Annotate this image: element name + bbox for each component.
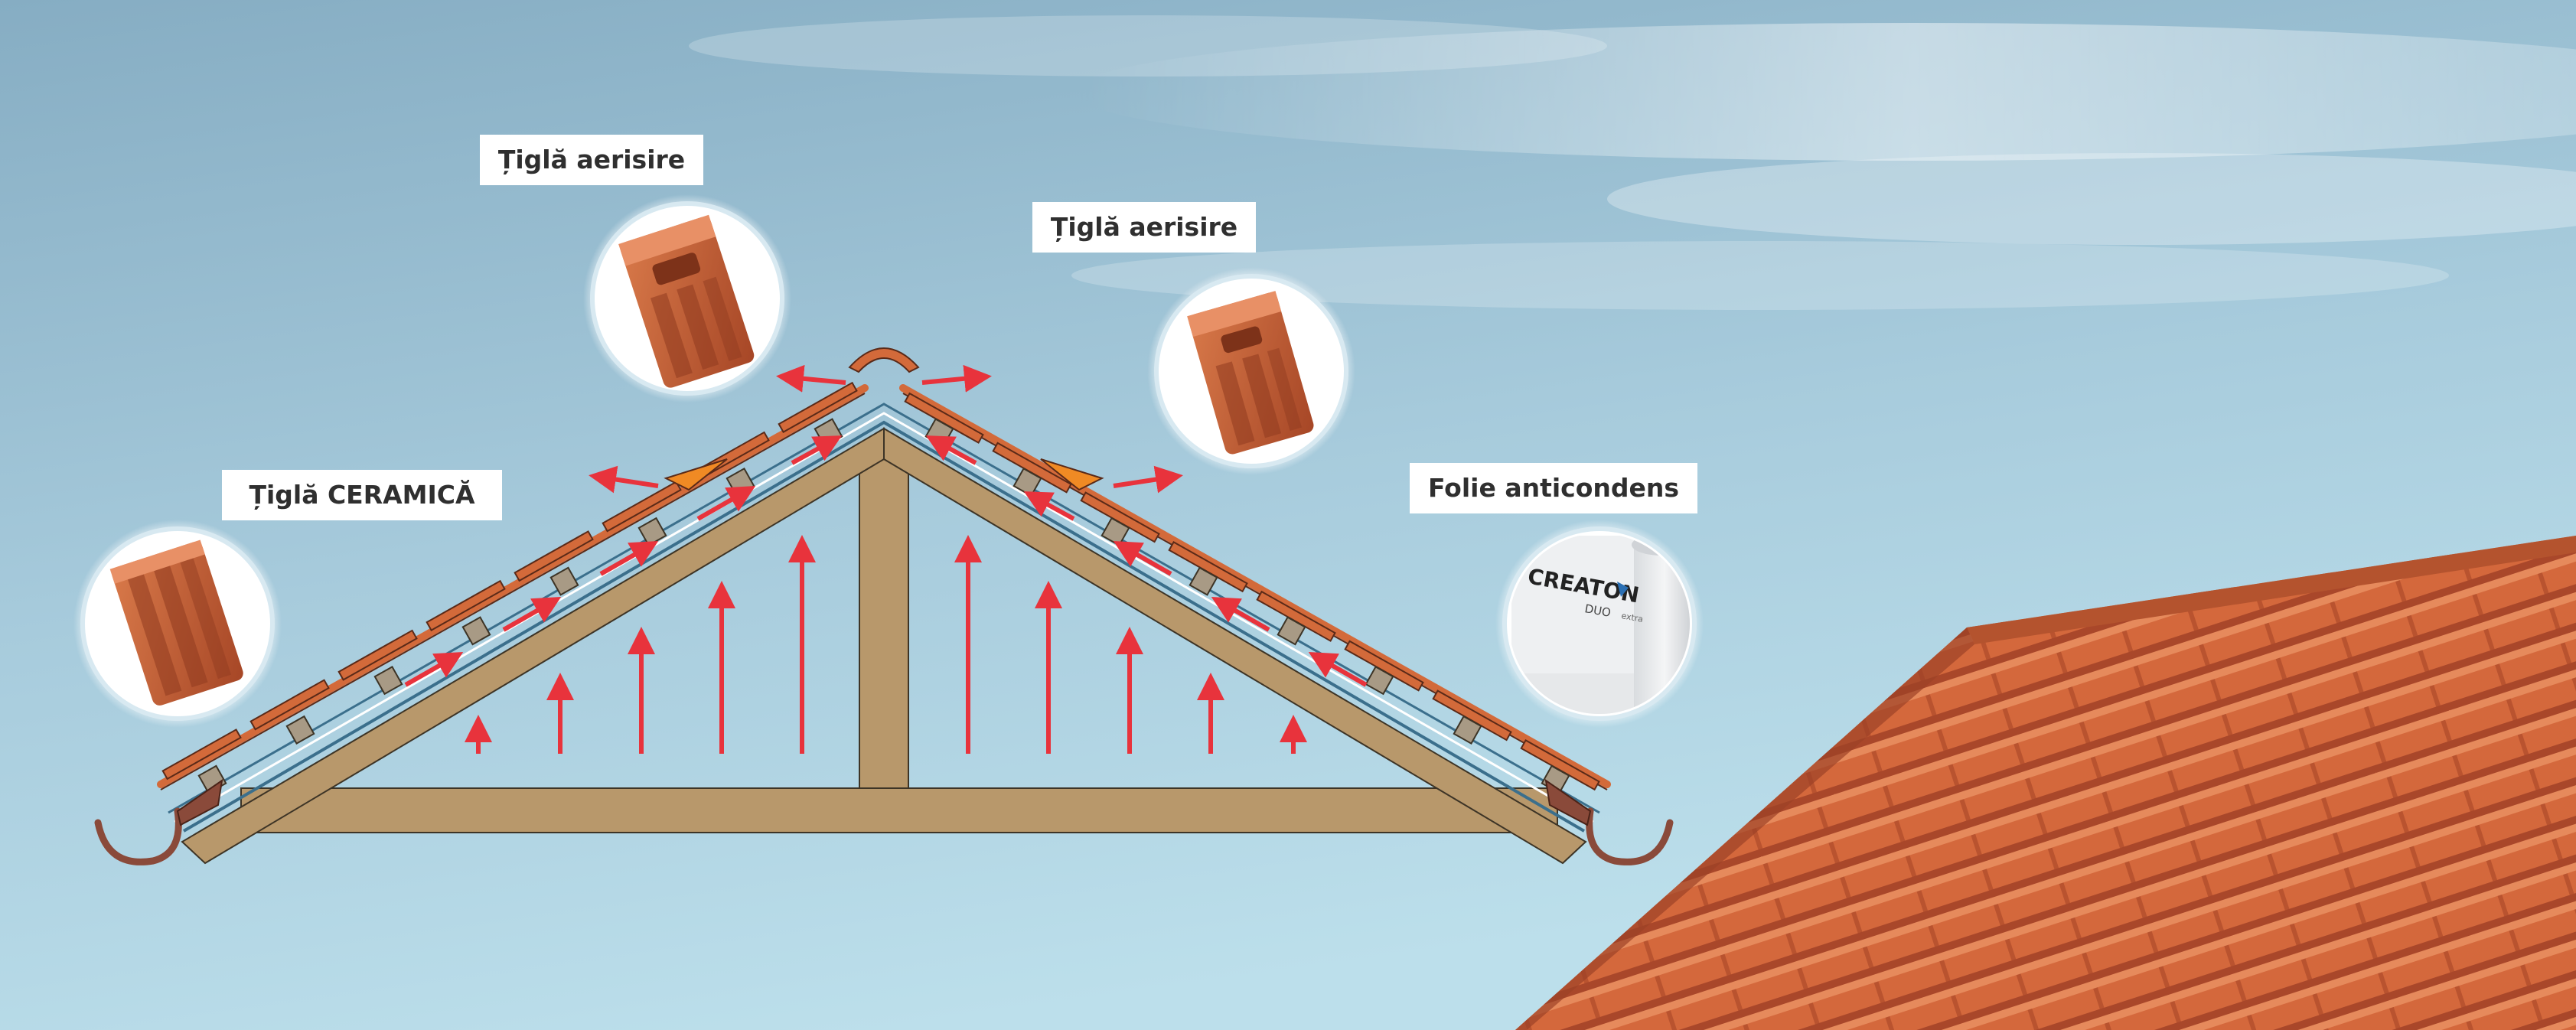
ventilation-arrow-icon xyxy=(1023,491,1075,521)
ventilation-arrow-icon xyxy=(696,486,756,521)
product-circle-membrane-roll: CREATON DUO extra xyxy=(1495,520,1704,728)
ventilation-arrow-icon xyxy=(776,364,846,393)
ceramic-tile-icon xyxy=(109,539,243,706)
label-vent-tile-right: Țiglă aerisire xyxy=(1032,202,1256,253)
batten xyxy=(1101,517,1130,546)
tile-overlap xyxy=(602,481,682,533)
tile-overlap xyxy=(426,579,506,631)
ventilation-arrow-icon xyxy=(599,541,659,576)
tile-overlap xyxy=(337,629,418,681)
tile-overlap xyxy=(778,381,858,433)
clouds xyxy=(689,15,2576,310)
vent-tile-marker xyxy=(664,458,728,491)
membrane-variant: extra xyxy=(1620,611,1643,624)
product-circle-ceramic-tile xyxy=(73,520,282,728)
ventilation-arrow-icon xyxy=(1211,597,1270,632)
tiled-roof-photo xyxy=(1515,536,2576,1030)
batten xyxy=(1277,616,1306,646)
ridge-cap-icon xyxy=(848,347,920,373)
ventilation-arrow-icon xyxy=(404,652,464,687)
roof-truss xyxy=(181,427,1587,865)
product-circle-vent-tile-left xyxy=(583,194,791,403)
tile-overlap xyxy=(249,679,330,731)
batten xyxy=(285,715,315,745)
label-vent-tile-left: Țiglă aerisire xyxy=(480,135,703,185)
roof-tiles xyxy=(157,381,1611,794)
batten xyxy=(373,666,403,696)
ventilation-arrow-icon xyxy=(1113,465,1183,494)
vent-tile-marker xyxy=(1040,458,1104,491)
ventilation-arrow-icon xyxy=(1113,541,1172,576)
batten xyxy=(1189,566,1218,596)
ventilation-arrow-icon xyxy=(589,465,659,494)
ventilation-arrow-icon xyxy=(925,435,977,465)
ventilation-arrows xyxy=(404,364,1368,754)
ventilation-arrow-icon xyxy=(921,364,992,393)
batten xyxy=(1365,666,1394,696)
product-circle-vent-tile-right xyxy=(1147,267,1355,475)
brand-logo-icon xyxy=(1617,582,1629,597)
label-ceramic-tile: Țiglă CERAMICĂ xyxy=(222,470,502,520)
batten xyxy=(549,566,579,596)
vent-tile-icon xyxy=(618,214,755,388)
ventilation-arrow-icon xyxy=(1308,652,1368,687)
anticondensation-membrane-line xyxy=(168,403,1600,833)
tile-overlap xyxy=(514,530,594,582)
tile-overlap xyxy=(161,728,242,781)
label-anticondensation-membrane: Folie anticondens xyxy=(1410,463,1697,513)
gutter-icon xyxy=(94,807,1674,865)
tile-course-line xyxy=(899,384,1611,788)
membrane-product: DUO xyxy=(1583,601,1612,620)
batten xyxy=(637,517,667,546)
batten xyxy=(1453,715,1482,745)
tile-course-edge xyxy=(160,393,866,790)
eave-brackets xyxy=(176,778,1592,826)
batten xyxy=(1012,468,1042,497)
batten xyxy=(461,616,491,646)
ventilation-arrow-icon xyxy=(791,435,843,465)
vent-tile-icon xyxy=(1187,291,1314,455)
tile-course-line xyxy=(157,384,869,788)
ventilation-arrow-icon xyxy=(502,597,562,632)
